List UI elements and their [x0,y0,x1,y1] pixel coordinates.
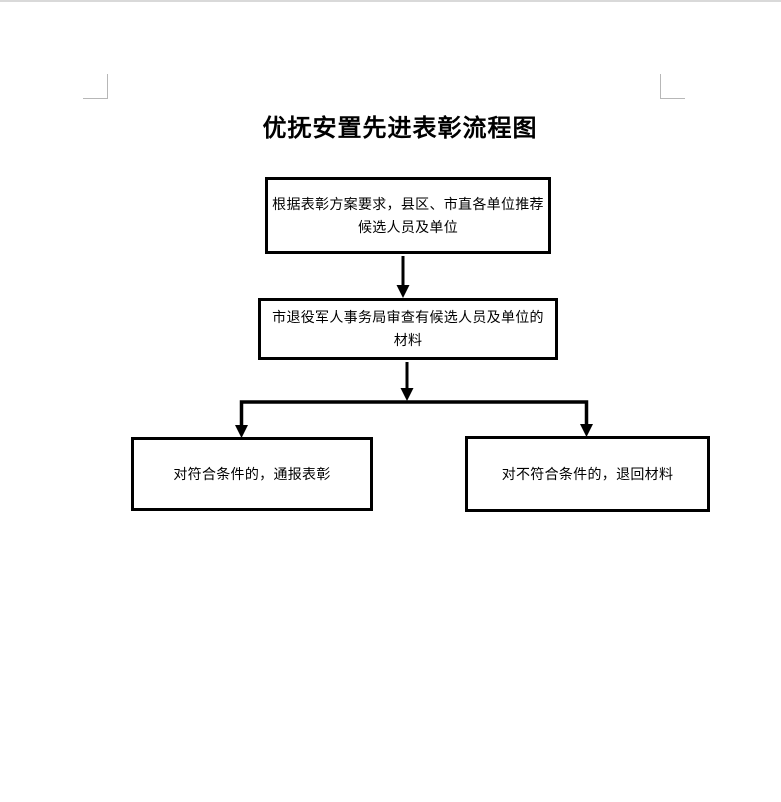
text-boundary-corner-mark-top-right [660,74,685,99]
flow-box-recommend: 根据表彰方案要求，县区、市直各单位推荐 候选人员及单位 [265,177,551,254]
flow-box-review: 市退役军人事务局审查有候选人员及单位的 材料 [258,298,558,360]
flow-box-unqualified: 对不符合条件的，退回材料 [465,436,710,512]
branch-connector [235,400,593,438]
flow-box-qualified: 对符合条件的，通报表彰 [131,437,373,511]
arrow-review-to-branch [400,362,414,401]
text-boundary-corner-mark-top-left [83,74,108,99]
arrow-recommend-to-review [396,256,410,298]
page-top-divider [0,0,781,2]
page-title: 优抚安置先进表彰流程图 [262,116,538,143]
